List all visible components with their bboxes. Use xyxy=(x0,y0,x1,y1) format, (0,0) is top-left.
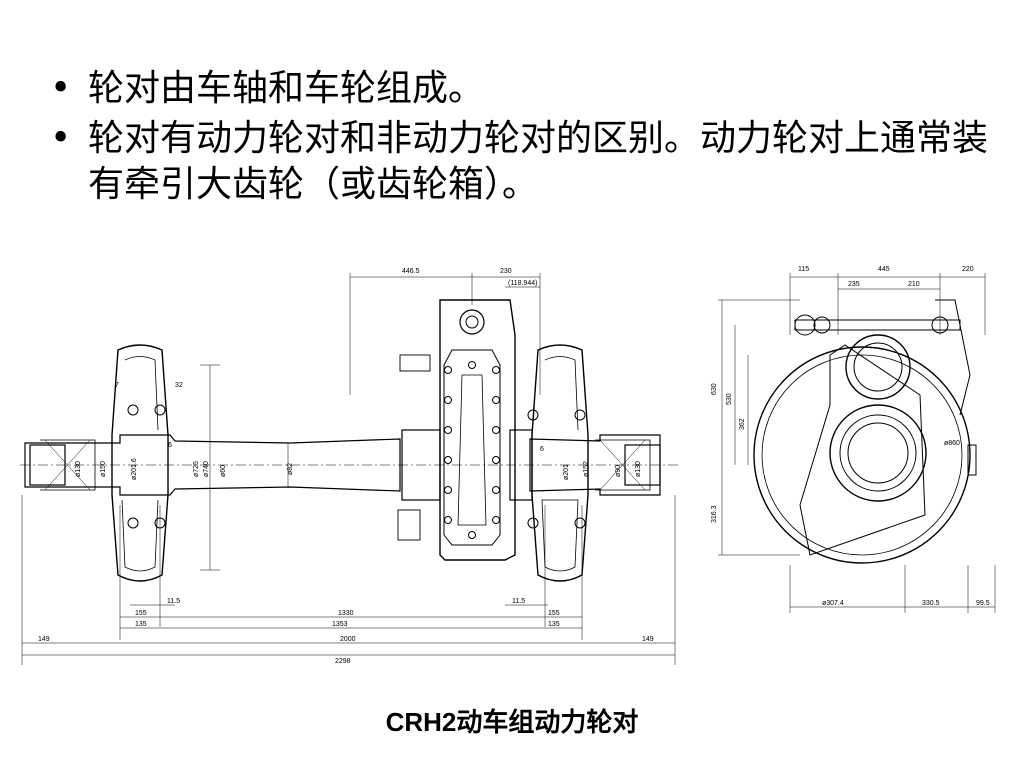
dim-label: 530 xyxy=(726,393,733,405)
dim-label: ø725 xyxy=(193,461,200,477)
dim-label: 210 xyxy=(908,281,920,288)
dim-label: ø82 xyxy=(287,463,294,475)
dim-label: 155 xyxy=(548,610,560,617)
dim-label: 6 xyxy=(540,446,544,453)
bullet-text: 轮对由车轴和车轮组成。 xyxy=(88,68,485,109)
dim-label: 149 xyxy=(38,636,50,643)
dim-label: 115 xyxy=(798,266,809,273)
wheelset-end-view xyxy=(718,273,996,613)
dim-label: 11.5 xyxy=(167,598,180,605)
dim-label: 32 xyxy=(175,382,183,389)
bullet-text: 轮对有动力轮对和非动力轮对的区别。动力轮对上通常装有牵引大齿轮（或齿轮箱）。 xyxy=(88,118,989,205)
dim-label: 11.5 xyxy=(512,598,525,605)
dim-label: 99.5 xyxy=(976,600,990,607)
bullet-item: • 轮对由车轴和车轮组成。 xyxy=(50,66,1000,112)
dim-label: 630 xyxy=(711,383,718,395)
dim-label: 135 xyxy=(548,621,560,628)
end-view-labels: 115 445 220 235 210 630 530 362 316.3 ø8… xyxy=(711,266,990,607)
dim-label: ø90 xyxy=(615,465,622,477)
dim-label: 7 xyxy=(115,382,119,389)
dim-label: 220 xyxy=(962,266,974,273)
side-view-labels: 446.5 230 (118.944) 7 32 6 6 ø130 ø150 ø… xyxy=(38,268,654,665)
wheelset-drawing: 446.5 230 (118.944) 7 32 6 6 ø130 ø150 ø… xyxy=(20,266,996,665)
bullet-list: • 轮对由车轴和车轮组成。 • 轮对有动力轮对和非动力轮对的区别。动力轮对上通常… xyxy=(50,66,1000,212)
dim-label: ø201.6 xyxy=(131,458,138,480)
dim-label: 6 xyxy=(168,442,172,449)
bullet-dot: • xyxy=(50,68,72,109)
dim-label: 230 xyxy=(500,268,512,275)
dim-label: 446.5 xyxy=(402,268,420,275)
bullet-item: • 轮对有动力轮对和非动力轮对的区别。动力轮对上通常装有牵引大齿轮（或齿轮箱）。 xyxy=(50,116,1000,208)
dim-label: (118.944) xyxy=(508,280,537,287)
dim-label: ø60 xyxy=(220,465,227,477)
dim-label: 149 xyxy=(642,636,654,643)
dim-label: ø307.4 xyxy=(822,600,844,607)
dim-label: 330.5 xyxy=(922,600,940,607)
bullet-dot: • xyxy=(50,118,72,159)
dim-label: 1353 xyxy=(332,621,348,628)
figure-caption: CRH2动车组动力轮对 xyxy=(385,707,639,737)
dim-label: ø201 xyxy=(563,464,570,480)
dim-label: 445 xyxy=(878,266,890,273)
dim-label: ø152 xyxy=(583,461,590,477)
dim-label: 235 xyxy=(848,281,860,288)
dim-label: ø150 xyxy=(100,461,107,477)
dim-label: 1330 xyxy=(338,610,354,617)
dim-label: 2000 xyxy=(340,636,356,643)
dim-label: ø130 xyxy=(75,461,82,477)
dim-label: 362 xyxy=(739,418,746,430)
dim-label: ø130 xyxy=(635,461,642,477)
wheelset-side-view xyxy=(20,273,680,665)
dim-label: ø860 xyxy=(944,440,960,447)
dim-label: 135 xyxy=(135,621,147,628)
dim-label: 316.3 xyxy=(711,505,718,523)
dim-label: 155 xyxy=(135,610,147,617)
dim-label: ø740 xyxy=(203,461,210,477)
dim-label: 2298 xyxy=(335,658,351,665)
